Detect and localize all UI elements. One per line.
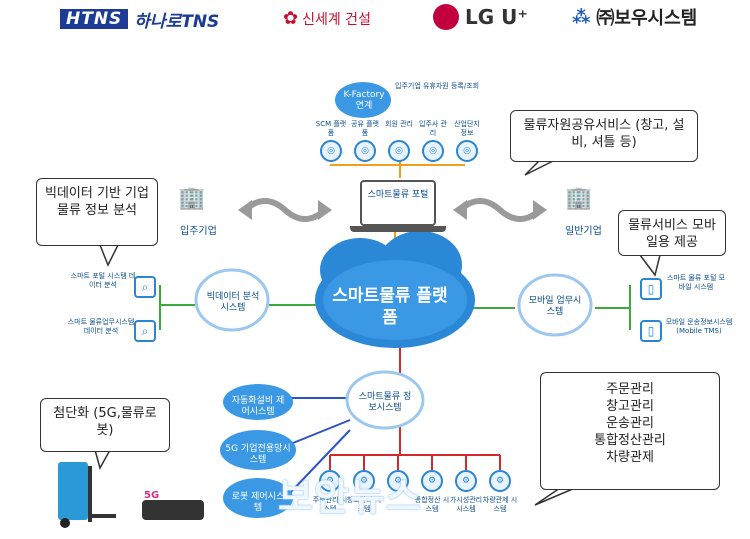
lguplus-logo: LG U⁺ xyxy=(433,4,528,30)
scm-node-icon: ◎ xyxy=(320,140,342,162)
shinsegae-logo-text: 신세계 건설 xyxy=(302,11,371,28)
function-transport: 운송관리 xyxy=(606,416,654,431)
automation-cloud-label: 자동화설비 제어시스템 xyxy=(231,396,285,417)
lg-circle-icon xyxy=(433,4,459,30)
mobile-phone-icon: ▯ xyxy=(640,278,662,300)
shinsegae-logo: ✿ 신세계 건설 xyxy=(283,8,371,29)
main-cloud-shape xyxy=(315,231,475,348)
info-cloud-label: 스마트물류 정보시스템 xyxy=(358,392,412,413)
visibility-node-icon: ⚙ xyxy=(455,470,477,492)
left-item-work: 스마트 물류업무시스템 데이터 분석 xyxy=(67,318,135,335)
laptop-base xyxy=(350,226,446,232)
portal-laptop-icon: 스마트물류 포털 xyxy=(360,180,436,226)
general-label: 일반기업 xyxy=(565,226,602,237)
bowoo-mark-icon: ⁂ xyxy=(572,6,591,28)
robot-cloud-label: 로봇 제어시스템 xyxy=(231,492,285,513)
right-item-mtms: 모바일 운송정보시스템 (Mobile TMS) xyxy=(665,318,733,335)
mobile-cloud-label: 모바일 업무시스템 xyxy=(528,296,582,317)
lguplus-logo-text: LG U⁺ xyxy=(465,5,528,29)
kfactory-item-industrial: 산업단지 정보 xyxy=(454,120,480,137)
function-vehicle: 차량관제 xyxy=(606,450,654,465)
mobile-bubble: 물류서비스 모바일용 제공 xyxy=(618,210,726,256)
5g-badge: 5G xyxy=(144,490,160,501)
left-item-portal: 스마트 포털 시스템 데이터 분석 xyxy=(70,272,136,289)
function-order: 주문관리 xyxy=(606,382,654,397)
kfactory-item-member: 회원 관리 xyxy=(385,120,413,128)
function-settlement: 통합정산관리 xyxy=(594,433,666,448)
5g-cloud-label: 5G 기업전용망시스템 xyxy=(225,444,291,465)
bigdata-bubble: 빅데이터 기반 기업 물류 정보 분석 xyxy=(36,178,158,246)
bottom-node-label-vehicle: 차량관제 시스템 xyxy=(482,496,518,513)
settlement-node-icon: ⚙ xyxy=(421,470,443,492)
watermark: 보안뉴스 xyxy=(278,475,422,519)
function-warehouse: 창고관리 xyxy=(606,399,654,414)
bottom-node-label-order: 주문관리 시스템 xyxy=(312,496,348,513)
kfactory-item-scm: SCM 플랫폼 xyxy=(315,120,347,137)
industrial-node-icon: ◎ xyxy=(456,140,478,162)
mobile-phone-icon: ▯ xyxy=(640,320,662,342)
tenant-building-icon: 🏢 xyxy=(178,186,206,211)
htns-logo-text: 하나로TNS xyxy=(134,11,220,32)
member-node-icon: ◎ xyxy=(388,140,410,162)
bowoo-logo-text: ㈜보우시스템 xyxy=(596,8,698,29)
functions-bubble: 주문관리 창고관리 운송관리 통합정산관리 차량관제 xyxy=(540,372,720,490)
kfactory-note: 입주기업 유휴자원 등록/조회 xyxy=(395,82,480,90)
order-node-icon: ⚙ xyxy=(319,470,341,492)
bottom-node-label-visibility: 가시성관리 시스템 xyxy=(449,496,483,513)
bowoo-logo: ⁂ ㈜보우시스템 xyxy=(572,4,697,30)
kfactory-item-tenant: 입주사 관리 xyxy=(419,120,447,137)
share-node-icon: ◎ xyxy=(354,140,376,162)
kfactory-label: K-Factory 연계 xyxy=(343,90,385,111)
bigdata-cloud-label: 빅데이터 분석시스템 xyxy=(206,292,260,313)
htns-logo-box: HTNS xyxy=(60,9,129,29)
sharing-bubble: 물류자원공유서비스 (창고, 설비, 셔틀 등) xyxy=(510,110,698,162)
warehouse-node-icon: ⚙ xyxy=(353,470,375,492)
magnify-chart-icon: ⌕ xyxy=(134,276,156,298)
right-item-portal-mobile: 스마트 물류 포털 모바일 시스템 xyxy=(666,274,726,291)
advanced-bubble: 첨단화 (5G,물류로봇) xyxy=(40,398,170,452)
general-building-icon: 🏢 xyxy=(565,186,593,211)
htns-logo: HTNS 하나로TNS xyxy=(60,8,265,32)
vehicle-node-icon: ⚙ xyxy=(489,470,511,492)
kfactory-item-share: 공유 플랫폼 xyxy=(351,120,379,137)
bottom-node-label-warehouse: 창고관리 시스템 xyxy=(346,496,382,513)
magnify-chart-icon: ⌕ xyxy=(134,320,156,342)
shinsegae-flower-icon: ✿ xyxy=(283,8,299,29)
robot-image: 5G xyxy=(138,490,208,526)
bottom-node-label-settlement: 통합정산 시스템 xyxy=(414,496,450,513)
portal-label: 스마트물류 포털 xyxy=(367,190,429,200)
forklift-image xyxy=(48,462,118,528)
transport-node-icon: ⚙ xyxy=(387,470,409,492)
tenant-label: 입주기업 xyxy=(180,226,217,237)
tenant-node-icon: ◎ xyxy=(422,140,444,162)
main-cloud-label: 스마트물류 플랫폼 xyxy=(332,286,448,328)
